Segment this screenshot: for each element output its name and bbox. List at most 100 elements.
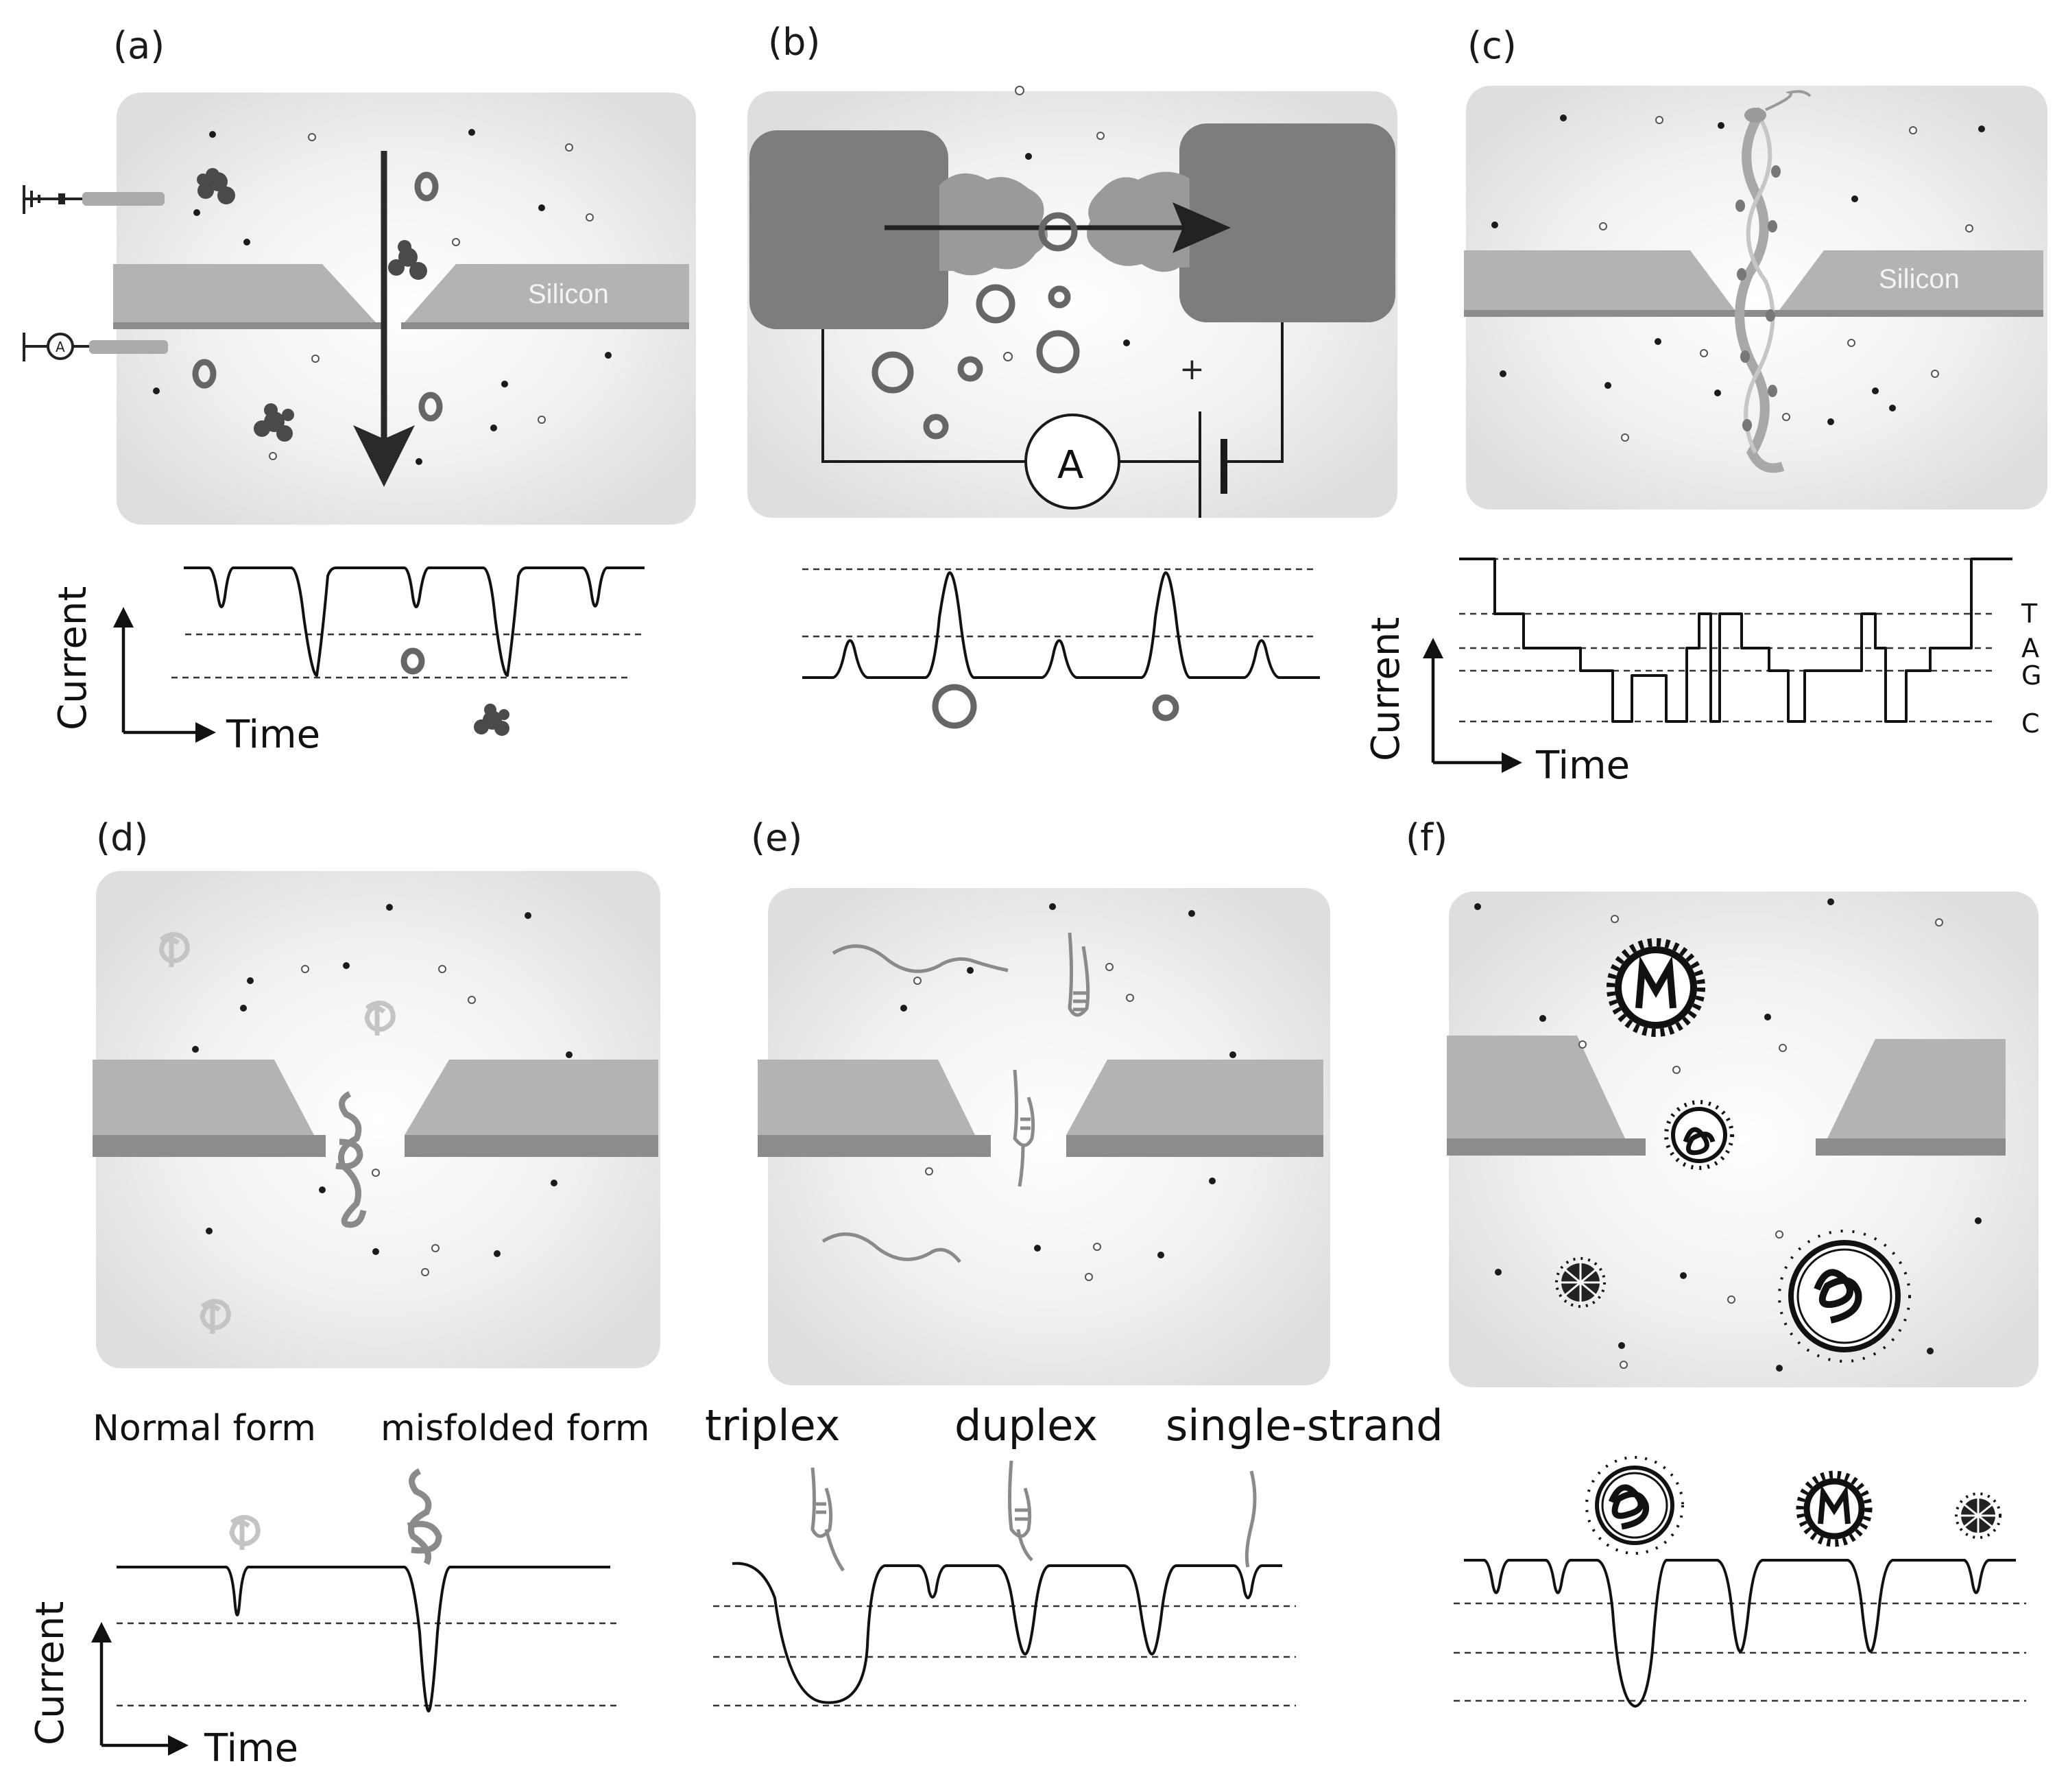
vesicle-icon: [1152, 694, 1179, 721]
virus-icon: [1796, 1470, 1873, 1547]
silicon-label: Silicon: [528, 279, 609, 309]
panel-c: (c) Silicon: [1364, 24, 2047, 788]
level-label-A: A: [2021, 633, 2039, 663]
membrane-base-right: [1066, 1135, 1323, 1157]
dna-strand-icon: [1735, 90, 1812, 473]
folded-protein-icon: [158, 932, 396, 1334]
folded-protein-icon: [229, 1515, 261, 1550]
panel-c-ylabel: Current: [1364, 617, 1408, 761]
dna-strand-icon: [810, 1460, 1257, 1572]
ion-icon: [1025, 153, 1032, 160]
panel-d-ylabel: Current: [28, 1601, 73, 1745]
protein-cluster-icon: [197, 168, 427, 442]
panel-e: (e) triplex duplex single-strand: [705, 816, 1443, 1707]
panel-c-label: (c): [1467, 24, 1517, 67]
membrane-base-right: [1816, 1138, 2006, 1156]
panel-d: (d) Normal form misfolded form: [28, 816, 660, 1771]
panel-f: (f): [1406, 816, 2039, 1708]
membrane-base-left: [113, 322, 384, 329]
membrane-base-left: [93, 1135, 326, 1157]
ion-icon: [1491, 115, 1985, 442]
membrane-base-left: [1447, 1138, 1646, 1156]
ammeter-icon: [1024, 414, 1120, 510]
trace-e: [732, 1562, 1282, 1704]
caption-duplex: duplex: [954, 1400, 1098, 1450]
vesicle-icon: [400, 647, 425, 675]
misfolded-protein-icon: [407, 1468, 442, 1566]
trace-f: [1464, 1559, 2016, 1708]
electrode-left: [749, 130, 1048, 329]
membrane-base-left: [758, 1135, 991, 1157]
panel-d-xlabel: Time: [204, 1726, 298, 1771]
silicon-label: Silicon: [1879, 264, 1960, 294]
trace-d: [117, 1566, 610, 1712]
vesicle-icon: [932, 684, 977, 729]
panel-c-axes: [1423, 638, 1522, 773]
membrane-left: [1447, 1036, 1625, 1138]
membrane-base: [1464, 310, 2043, 317]
svg-text:A: A: [56, 339, 65, 355]
panel-c-xlabel: Time: [1535, 743, 1630, 788]
caption-single-strand: single-strand: [1166, 1400, 1443, 1450]
panel-d-axes: [91, 1622, 189, 1756]
ion-icon: [1474, 898, 1982, 1372]
flow-arrow-head: [1173, 202, 1231, 253]
panel-a-ylabel: Current: [51, 586, 95, 730]
membrane-right: [1827, 1039, 2006, 1138]
vesicle-icon: [871, 212, 1080, 440]
virus-icon: [1955, 1492, 2001, 1539]
membrane-left: [93, 1060, 314, 1135]
virus-icon: [1607, 938, 1705, 1037]
membrane-base-right: [405, 1135, 658, 1157]
membrane-left: [113, 264, 376, 322]
electrode-right: [1087, 123, 1395, 322]
panel-d-box: [96, 871, 660, 1368]
caption-misfolded-form: misfolded form: [381, 1408, 650, 1449]
membrane-right: [1066, 1060, 1323, 1135]
ion-icon: [192, 904, 573, 1276]
vesicle-icon: [192, 171, 443, 422]
panel-a: (a) A Silicon: [23, 24, 696, 757]
level-label-T: T: [2021, 599, 2038, 629]
ammeter-label: A: [1057, 443, 1083, 488]
membrane-right: [405, 264, 689, 322]
panel-a-box: [117, 93, 696, 525]
ion-icon: [1096, 132, 1105, 140]
ion-icon: [900, 903, 1236, 1281]
membrane-left: [758, 1060, 975, 1135]
panel-b-label: (b): [768, 21, 820, 64]
trace-b: [802, 571, 1320, 679]
panel-b: (b) +: [747, 21, 1397, 729]
level-label-C: C: [2021, 708, 2040, 739]
panel-a-xlabel: Time: [226, 713, 320, 757]
membrane-base-right: [401, 322, 689, 329]
misfolded-protein-icon: [335, 1090, 367, 1228]
virus-icon: [1778, 1230, 1911, 1363]
virus-icon: [1585, 1456, 1684, 1555]
trace-c: [1459, 558, 2012, 723]
level-label-G: G: [2021, 660, 2041, 691]
ion-icon: [1015, 86, 1024, 95]
protein-cluster-icon: [474, 704, 509, 736]
ammeter-icon: A: [23, 333, 168, 361]
virus-icon: [1555, 1257, 1606, 1308]
panel-e-label: (e): [751, 816, 802, 859]
caption-normal-form: Normal form: [93, 1408, 316, 1449]
trace-a: [184, 566, 645, 677]
ion-icon: [153, 129, 612, 465]
flow-arrow-head: [353, 425, 415, 487]
membrane-left: [1464, 250, 1735, 310]
virus-icon: [1664, 1100, 1734, 1170]
plus-sign: +: [1179, 352, 1205, 387]
caption-triplex: triplex: [705, 1400, 840, 1450]
panel-f-label: (f): [1406, 816, 1447, 859]
circuit: [821, 322, 1284, 518]
panel-a-axes: [113, 607, 216, 743]
membrane-right: [1779, 250, 2043, 310]
panel-d-label: (d): [96, 816, 148, 859]
panel-a-label: (a): [113, 24, 165, 67]
membrane-right: [405, 1060, 658, 1135]
ion-icon: [1123, 339, 1130, 346]
panel-c-box: [1466, 86, 2047, 510]
